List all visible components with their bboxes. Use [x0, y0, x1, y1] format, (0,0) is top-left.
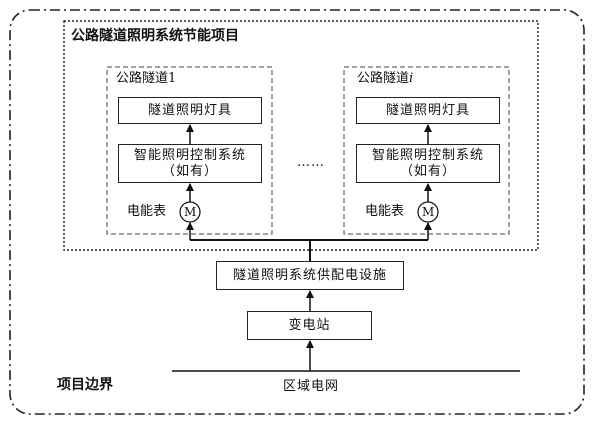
tunnel-1-lamp-label: 隧道照明灯具 — [147, 102, 232, 118]
meter-1-circle — [179, 201, 201, 223]
tunnel-1-control-sub: （如有） — [161, 163, 218, 179]
tunnel-1-control-label: 智能照明控制系统 — [133, 147, 246, 163]
substation-label: 变电站 — [288, 317, 331, 333]
tunnel-1-meter-label: 电能表 — [127, 204, 167, 219]
regional-grid-label: 区域电网 — [283, 379, 340, 394]
tunnel-i-control-label: 智能照明控制系统 — [371, 147, 484, 163]
tunnel-i-control-sub: （如有） — [399, 163, 456, 179]
project-title: 公路隧道照明系统节能项目 — [71, 28, 239, 44]
meter-i-circle — [417, 201, 439, 223]
more-tunnels-ellipsis: …… — [297, 155, 325, 170]
supply-facility-label: 隧道照明系统供配电设施 — [232, 267, 387, 283]
tunnel-i-meter-label: 电能表 — [365, 204, 405, 219]
project-scope-box — [63, 20, 539, 251]
tunnel-i-lamp-box: 隧道照明灯具 — [356, 97, 500, 124]
meter-1-symbol: M — [184, 205, 197, 219]
supply-facility-box: 隧道照明系统供配电设施 — [216, 261, 404, 290]
tunnel-1-name: 公路隧道1 — [116, 71, 177, 86]
tunnel-1-control-box: 智能照明控制系统 （如有） — [118, 144, 262, 183]
project-boundary — [9, 9, 585, 415]
substation-box: 变电站 — [247, 311, 372, 340]
project-boundary-label: 项目边界 — [57, 377, 113, 393]
tunnel-1-lamp-box: 隧道照明灯具 — [118, 97, 262, 124]
tunnel-i-box — [343, 66, 510, 235]
tunnel-1-box — [106, 66, 273, 235]
tunnel-i-lamp-label: 隧道照明灯具 — [385, 102, 470, 118]
tunnel-i-name: 公路隧道i — [357, 71, 414, 86]
tunnel-i-control-box: 智能照明控制系统 （如有） — [356, 144, 500, 183]
meter-i-symbol: M — [422, 205, 435, 219]
